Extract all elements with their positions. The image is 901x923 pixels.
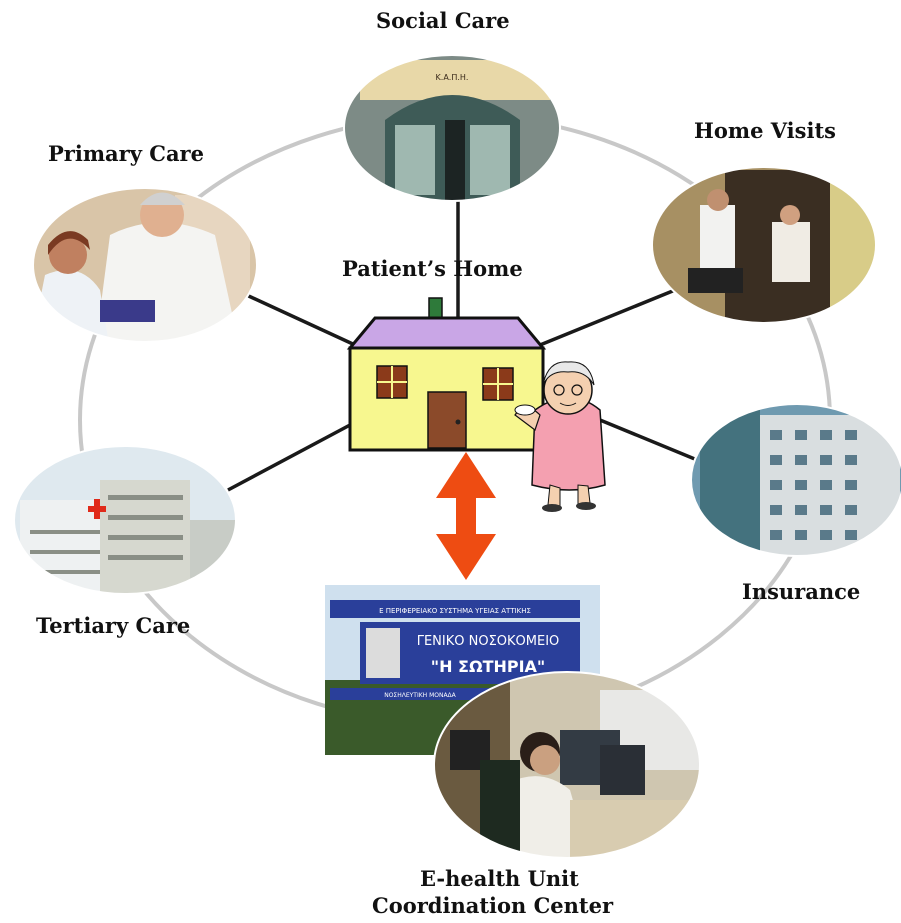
primary-care-photo <box>33 188 257 342</box>
hospital-name-line1: ΓΕΝΙΚΟ ΝΟΣΟΚΟΜΕΙΟ <box>417 634 560 649</box>
social-care-photo: Κ.Α.Π.Η. <box>344 55 560 201</box>
patients-home-label: Patient’s Home <box>342 256 523 281</box>
elderly-woman-icon <box>514 361 606 512</box>
hospital-banner-top: Ε ΠΕΡΙΦΕΡΕΙΑΚΟ ΣΥΣΤΗΜΑ ΥΓΕΙΑΣ ΑΤΤΙΚΗΣ <box>379 607 531 615</box>
double-arrow-icon <box>436 452 496 580</box>
hospital-name-line2: "Η ΣΩΤΗΡΙΑ" <box>431 657 546 676</box>
spokes <box>227 200 703 492</box>
social-care-label: Social Care <box>376 8 510 33</box>
coordination-center-label: Coordination Center <box>372 893 614 918</box>
tertiary-care-label: Tertiary Care <box>36 613 191 638</box>
home-visits-label: Home Visits <box>694 118 836 143</box>
insurance-label: Insurance <box>742 579 861 604</box>
home-visits-photo <box>652 167 876 323</box>
house-icon <box>346 297 547 452</box>
social-care-sign: Κ.Α.Π.Η. <box>436 73 469 82</box>
tertiary-care-photo <box>14 446 236 594</box>
ehealth-unit-label: E-health Unit <box>420 866 579 891</box>
hospital-banner-bottom: ΝΟΣΗΛΕΥΤΙΚΗ ΜΟΝΑΔΑ <box>384 692 456 699</box>
red-cross-icon <box>88 499 106 519</box>
primary-care-label: Primary Care <box>48 141 204 166</box>
